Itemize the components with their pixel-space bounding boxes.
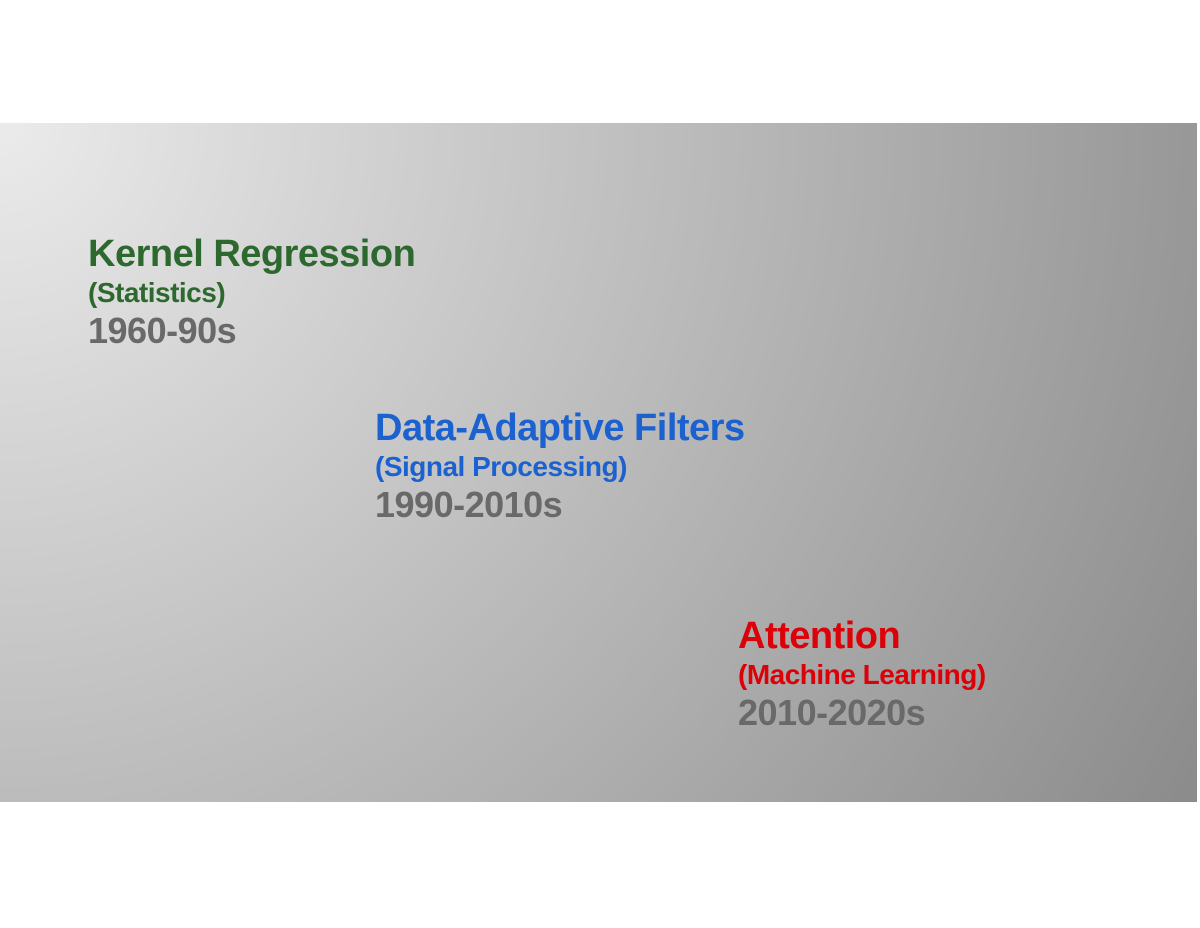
block-era: 1990-2010s — [375, 484, 563, 525]
block-field: (Signal Processing) — [375, 451, 627, 482]
timeline-block-kernel-regression: Kernel Regression (Statistics) 1960-90s — [88, 233, 416, 351]
block-era: 1960-90s — [88, 310, 237, 351]
block-title: Kernel Regression — [88, 233, 416, 275]
timeline-block-data-adaptive-filters: Data-Adaptive Filters (Signal Processing… — [375, 407, 745, 525]
block-era: 2010-2020s — [738, 692, 926, 733]
block-title: Data-Adaptive Filters — [375, 407, 745, 449]
block-field: (Machine Learning) — [738, 659, 986, 690]
timeline-block-attention: Attention (Machine Learning) 2010-2020s — [738, 615, 986, 733]
block-field: (Statistics) — [88, 277, 226, 308]
slide-canvas: Kernel Regression (Statistics) 1960-90s … — [0, 123, 1197, 802]
block-title: Attention — [738, 615, 901, 657]
